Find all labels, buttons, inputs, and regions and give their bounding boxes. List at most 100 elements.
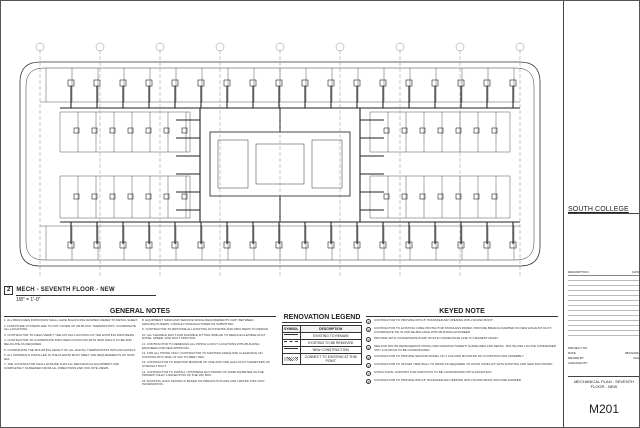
sheet-title-line-1: MECHANICAL PLAN - SEVENTH	[573, 379, 635, 384]
general-note: 9. CONTRACTOR TO RESTORE ALL EXISTING DU…	[142, 327, 269, 332]
supply-diffuser	[223, 79, 231, 87]
legend-header-description: DESCRIPTION	[299, 325, 363, 333]
supply-diffuser	[145, 193, 152, 200]
grid-bubble	[395, 42, 405, 52]
supply-diffuser	[353, 241, 361, 249]
project-info-label: CHECKED BY	[568, 361, 588, 365]
supply-diffuser	[473, 127, 480, 134]
supply-diffuser	[67, 241, 75, 249]
dashed-line-symbol	[284, 341, 299, 344]
project-info-value: 08/04/2022	[624, 351, 640, 355]
grid-bubble	[275, 42, 285, 52]
general-note: 2. FURNITURE SYSTEMS ARE TO NOT COVER UP…	[4, 323, 136, 332]
supply-diffuser	[379, 79, 387, 87]
legend-row: NEW CONSTRUCTION	[282, 346, 363, 354]
supply-diffuser	[353, 79, 361, 87]
revision-header: DESCRIPTION DATE	[568, 270, 640, 276]
general-note: 15. EXISTING HVAC SHOWN IS BASED ON PREV…	[142, 378, 265, 387]
supply-diffuser	[455, 193, 462, 200]
solid-line-symbol	[284, 334, 299, 337]
supply-diffuser	[91, 127, 98, 134]
general-note: 6. ALL MATERIALS INSTALLED IN THE PLENUM…	[4, 353, 135, 361]
supply-diffuser	[197, 241, 205, 249]
supply-diffuser	[327, 241, 335, 249]
general-notes: GENERAL NOTES 1. ALL BRANCHES FROM MAIN …	[4, 308, 276, 426]
keyed-note-text: STRUCTURAL SUPPORT FOR PARTITION TO BE C…	[374, 370, 493, 375]
supply-diffuser	[181, 127, 188, 134]
supply-diffuser	[91, 193, 98, 200]
sheet-title-line-2: FLOOR - NEW	[590, 384, 618, 389]
supply-diffuser	[473, 193, 480, 200]
keyed-note-number: 2	[366, 327, 371, 332]
supply-diffuser	[383, 127, 390, 134]
client-name: SOUTH COLLEGE	[568, 198, 640, 214]
general-note: 4. CONTRACTOR TO COORDINATE DIFFUSER LOC…	[4, 338, 132, 346]
room-block	[59, 111, 191, 153]
supply-diffuser	[509, 241, 517, 249]
keyed-note-number: 3	[366, 337, 371, 343]
keyed-note-text: CONTRACTOR TO PROVIDE SENSOR MODEL ON 1 …	[374, 354, 525, 359]
supply-diffuser	[163, 193, 170, 200]
room-block	[369, 111, 511, 153]
supply-diffuser	[145, 127, 152, 134]
supply-diffuser	[181, 193, 188, 200]
plan-number: 2	[4, 286, 14, 295]
keyed-note-number: 4	[366, 345, 371, 351]
general-note: 14. CONTRACTOR TO INSTALL UPSTREAM DUCTW…	[142, 369, 264, 378]
supply-diffuser	[163, 127, 170, 134]
supply-diffuser	[93, 79, 101, 87]
supply-diffuser	[457, 241, 465, 249]
grid-bubble	[335, 42, 345, 52]
legend-row: CONNECT TO EXISTING AT THIS POINT	[282, 353, 363, 365]
project-info-label: DRAWN BY	[568, 356, 585, 360]
solid-line-symbol	[284, 348, 299, 351]
supply-diffuser	[437, 127, 444, 134]
supply-diffuser	[197, 79, 205, 87]
keyed-note-number: 1	[366, 319, 371, 324]
supply-diffuser	[301, 79, 309, 87]
supply-diffuser	[327, 79, 335, 87]
supply-diffuser	[145, 241, 153, 249]
legend-description: EXISTING TO BE REMOVED	[299, 339, 363, 347]
supply-diffuser	[73, 193, 80, 200]
supply-diffuser	[431, 241, 439, 249]
grid-bubble	[35, 42, 45, 52]
general-note: 11. CONTRACTOR TO REDESIGN ALL PIPING & …	[142, 341, 260, 350]
supply-diffuser	[223, 241, 231, 249]
general-note: 8. EQUIPMENT SIZES AND SERVICE SPACE REQ…	[142, 318, 254, 326]
project-info-label: PROJECT NO	[568, 346, 588, 350]
keyed-note-number: 7	[366, 371, 371, 377]
supply-diffuser	[275, 79, 283, 87]
general-notes-title: GENERAL NOTES	[4, 308, 276, 317]
date-label: DATE	[632, 270, 640, 274]
renovation-legend: RENOVATION LEGEND SYMBOL DESCRIPTION EXI…	[282, 314, 363, 365]
general-note: 10. ALL FLEXIBLE DUCT AND FLEXIBLE FITTI…	[142, 332, 266, 341]
supply-diffuser	[383, 193, 390, 200]
supply-diffuser	[301, 241, 309, 249]
keyed-note-text: CONTRACTOR TO EXISTING CORE PROTECTOR ST…	[374, 326, 552, 334]
supply-diffuser	[145, 79, 153, 87]
supply-diffuser	[127, 193, 134, 200]
supply-diffuser	[127, 127, 134, 134]
supply-diffuser	[109, 127, 116, 134]
client-name-text: SOUTH COLLEGE	[568, 206, 629, 213]
supply-diffuser	[379, 241, 387, 249]
general-note: 5. COORDINATE THE MOUNTING HEIGHT OF ALL…	[4, 347, 137, 352]
legend-row: EXISTING TO BE REMOVED	[282, 339, 363, 347]
keyed-note-number: 5	[366, 355, 371, 361]
renovation-legend-table: SYMBOL DESCRIPTION EXISTING TO REMAIN EX…	[282, 325, 363, 365]
general-note: 13. CONTRACTOR TO MAINTAIN MINIMUM OF ON…	[142, 360, 270, 368]
general-notes-col-2: 8. EQUIPMENT SIZES AND SERVICE SPACE REQ…	[142, 318, 276, 389]
supply-diffuser	[437, 193, 444, 200]
keyed-notes-title: KEYED NOTE	[366, 308, 558, 317]
